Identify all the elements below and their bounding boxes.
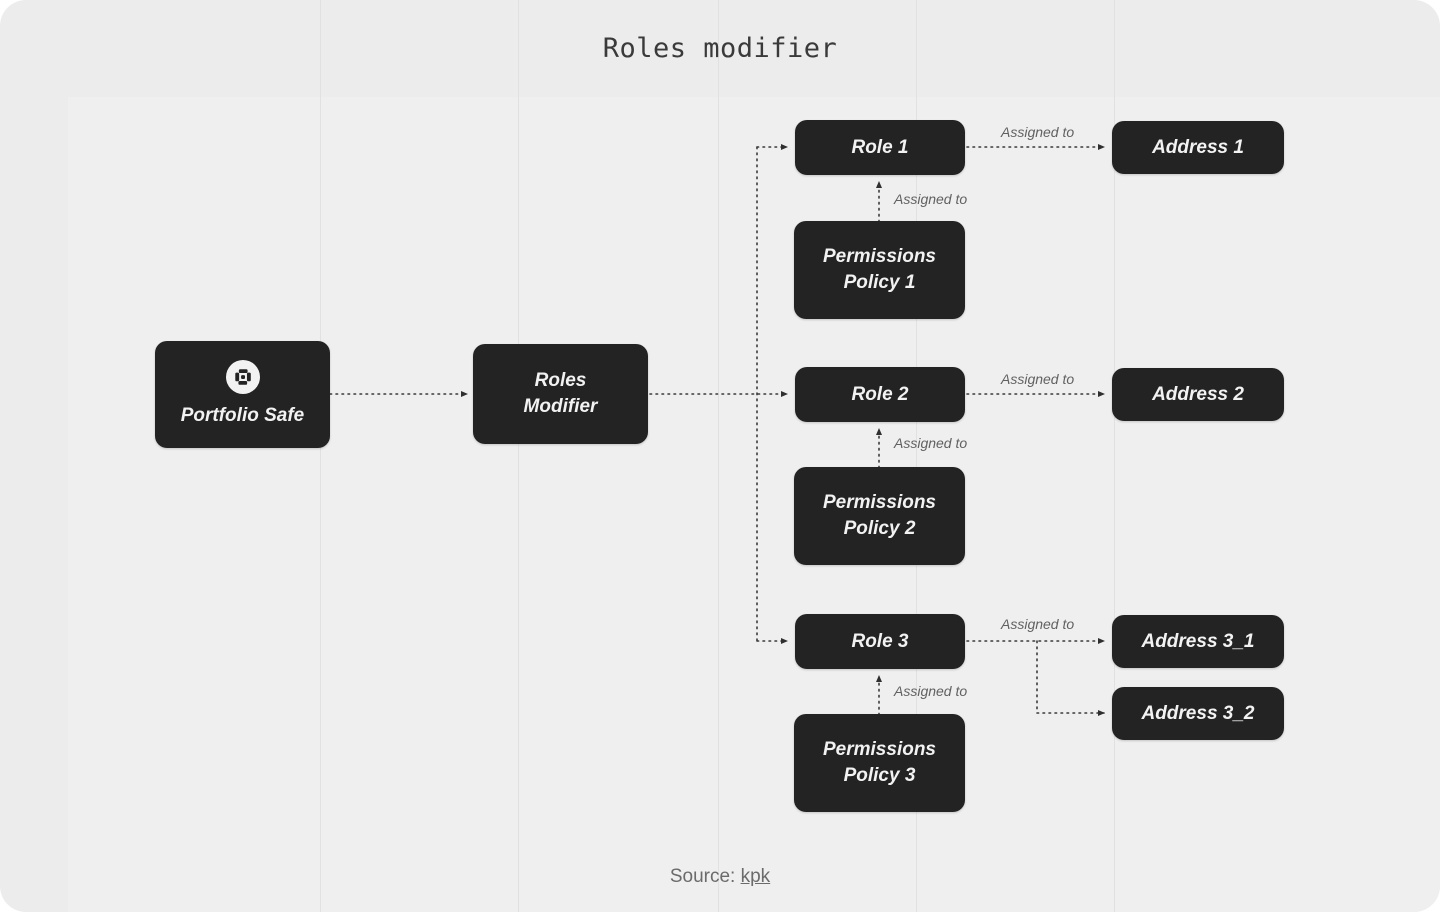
node-label: Role 1 xyxy=(851,136,909,158)
gridline-5 xyxy=(1114,0,1115,912)
safe-logo-icon xyxy=(225,360,260,394)
node-label-line1: Permissions xyxy=(823,246,936,267)
source-prefix: Source: xyxy=(669,866,741,887)
node-label: Role 3 xyxy=(851,630,909,652)
source-link[interactable]: kpk xyxy=(740,866,771,887)
source-attribution: Source: kpk xyxy=(0,866,1440,888)
node-address-3-1[interactable]: Address 3_1 xyxy=(1112,615,1284,668)
node-permissions-policy-3[interactable]: Permissions Policy 3 xyxy=(794,714,965,812)
node-role-1[interactable]: Role 1 xyxy=(795,120,965,175)
edge-label-policy3-role3: Assigned to xyxy=(894,683,968,699)
gridline-3 xyxy=(718,0,719,912)
node-portfolio-safe[interactable]: Portfolio Safe xyxy=(155,341,330,448)
node-label-line2: Modifier xyxy=(523,396,598,417)
node-label: Address 3_1 xyxy=(1141,630,1255,652)
edge-label-role2-address2: Assigned to xyxy=(1001,371,1075,387)
node-label: Address 2 xyxy=(1152,383,1244,405)
node-label-line1: Roles xyxy=(534,370,587,391)
node-address-2[interactable]: Address 2 xyxy=(1112,368,1284,421)
edge-label-policy2-role2: Assigned to xyxy=(894,435,968,451)
edge-label-policy1-role1: Assigned to xyxy=(894,191,968,207)
node-label-line2: Policy 1 xyxy=(843,272,916,293)
node-permissions-policy-2[interactable]: Permissions Policy 2 xyxy=(794,467,965,565)
node-roles-modifier[interactable]: Roles Modifier xyxy=(473,344,648,444)
node-label-line1: Permissions xyxy=(823,492,936,513)
inner-panel xyxy=(68,97,1440,912)
gridline-1 xyxy=(320,0,321,912)
node-label: Portfolio Safe xyxy=(180,405,305,426)
node-permissions-policy-1[interactable]: Permissions Policy 1 xyxy=(794,221,965,319)
edge-label-role3-address3: Assigned to xyxy=(1001,616,1075,632)
node-label-line2: Policy 3 xyxy=(843,765,916,786)
node-label-line1: Permissions xyxy=(823,739,936,760)
gridline-2 xyxy=(518,0,519,912)
page-title: Roles modifier xyxy=(602,33,838,64)
node-label: Role 2 xyxy=(851,383,909,405)
node-address-1[interactable]: Address 1 xyxy=(1112,121,1284,174)
gridline-4 xyxy=(916,0,917,912)
edge-label-role1-address1: Assigned to xyxy=(1001,124,1075,140)
node-role-3[interactable]: Role 3 xyxy=(795,614,965,669)
node-role-2[interactable]: Role 2 xyxy=(795,367,965,422)
node-address-3-2[interactable]: Address 3_2 xyxy=(1112,687,1284,740)
node-label: Address 1 xyxy=(1152,136,1244,158)
node-label-line2: Policy 2 xyxy=(843,518,916,539)
node-label: Address 3_2 xyxy=(1141,702,1255,724)
